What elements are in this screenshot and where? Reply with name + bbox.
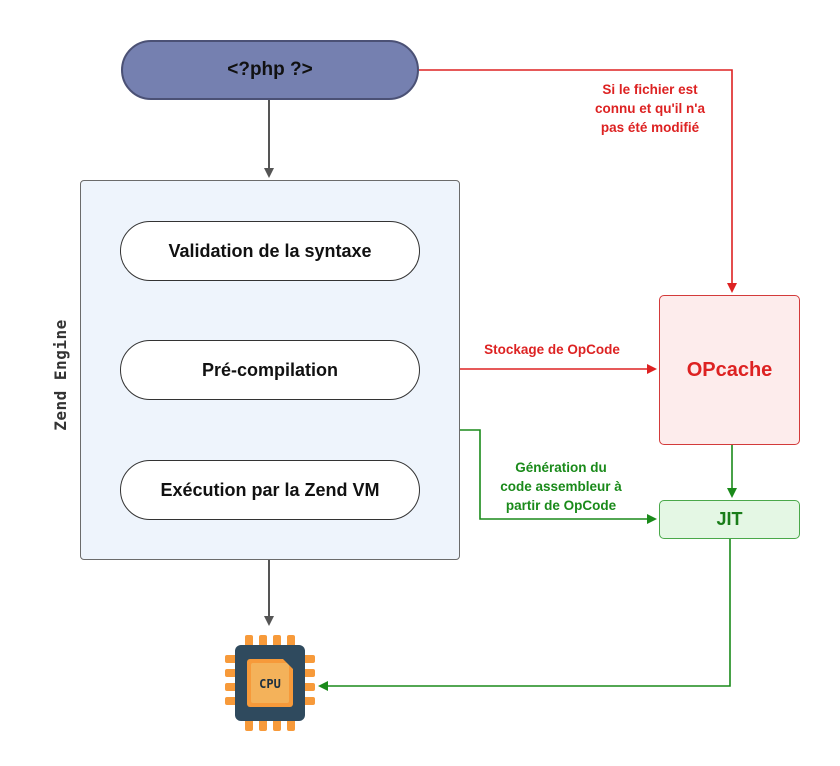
jit-node: JIT	[659, 500, 800, 539]
cached-condition-line: Si le fichier est	[602, 82, 698, 97]
opcode-storage-label: Stockage de OpCode	[484, 342, 620, 357]
opcache-label: OPcache	[686, 358, 773, 381]
jit-generation-line: code assembleur à	[500, 479, 622, 494]
jit-generation-label: Génération du code assembleur à partir d…	[478, 458, 644, 515]
step-execution-label: Exécution par la Zend VM	[160, 479, 380, 500]
php-tag-label: <?php ?>	[227, 59, 313, 80]
step-syntax-validation-label: Validation de la syntaxe	[168, 240, 372, 261]
cached-condition-label: Si le fichier est connu et qu'il n'a pas…	[570, 80, 730, 137]
cached-condition-line: connu et qu'il n'a	[595, 101, 705, 116]
cached-condition-line: pas été modifié	[600, 120, 700, 135]
step-precompilation-label: Pré-compilation	[201, 359, 339, 380]
cpu-chip-label: CPU	[259, 677, 281, 691]
arrow-jit-to-cpu	[318, 539, 731, 691]
php-tag-node: <?php ?>	[121, 40, 419, 100]
step-syntax-validation: Validation de la syntaxe	[120, 221, 420, 281]
zend-engine-label: Zend Engine	[50, 319, 70, 431]
arrow-php-to-opcache	[419, 69, 737, 293]
opcache-node: OPcache	[659, 295, 800, 445]
step-execution: Exécution par la Zend VM	[120, 460, 420, 520]
step-precompilation: Pré-compilation	[120, 340, 420, 400]
jit-generation-line: partir de OpCode	[505, 498, 617, 513]
cpu-chip-icon	[225, 635, 315, 731]
jit-generation-line: Génération du	[515, 460, 607, 475]
jit-label: JIT	[716, 509, 743, 529]
